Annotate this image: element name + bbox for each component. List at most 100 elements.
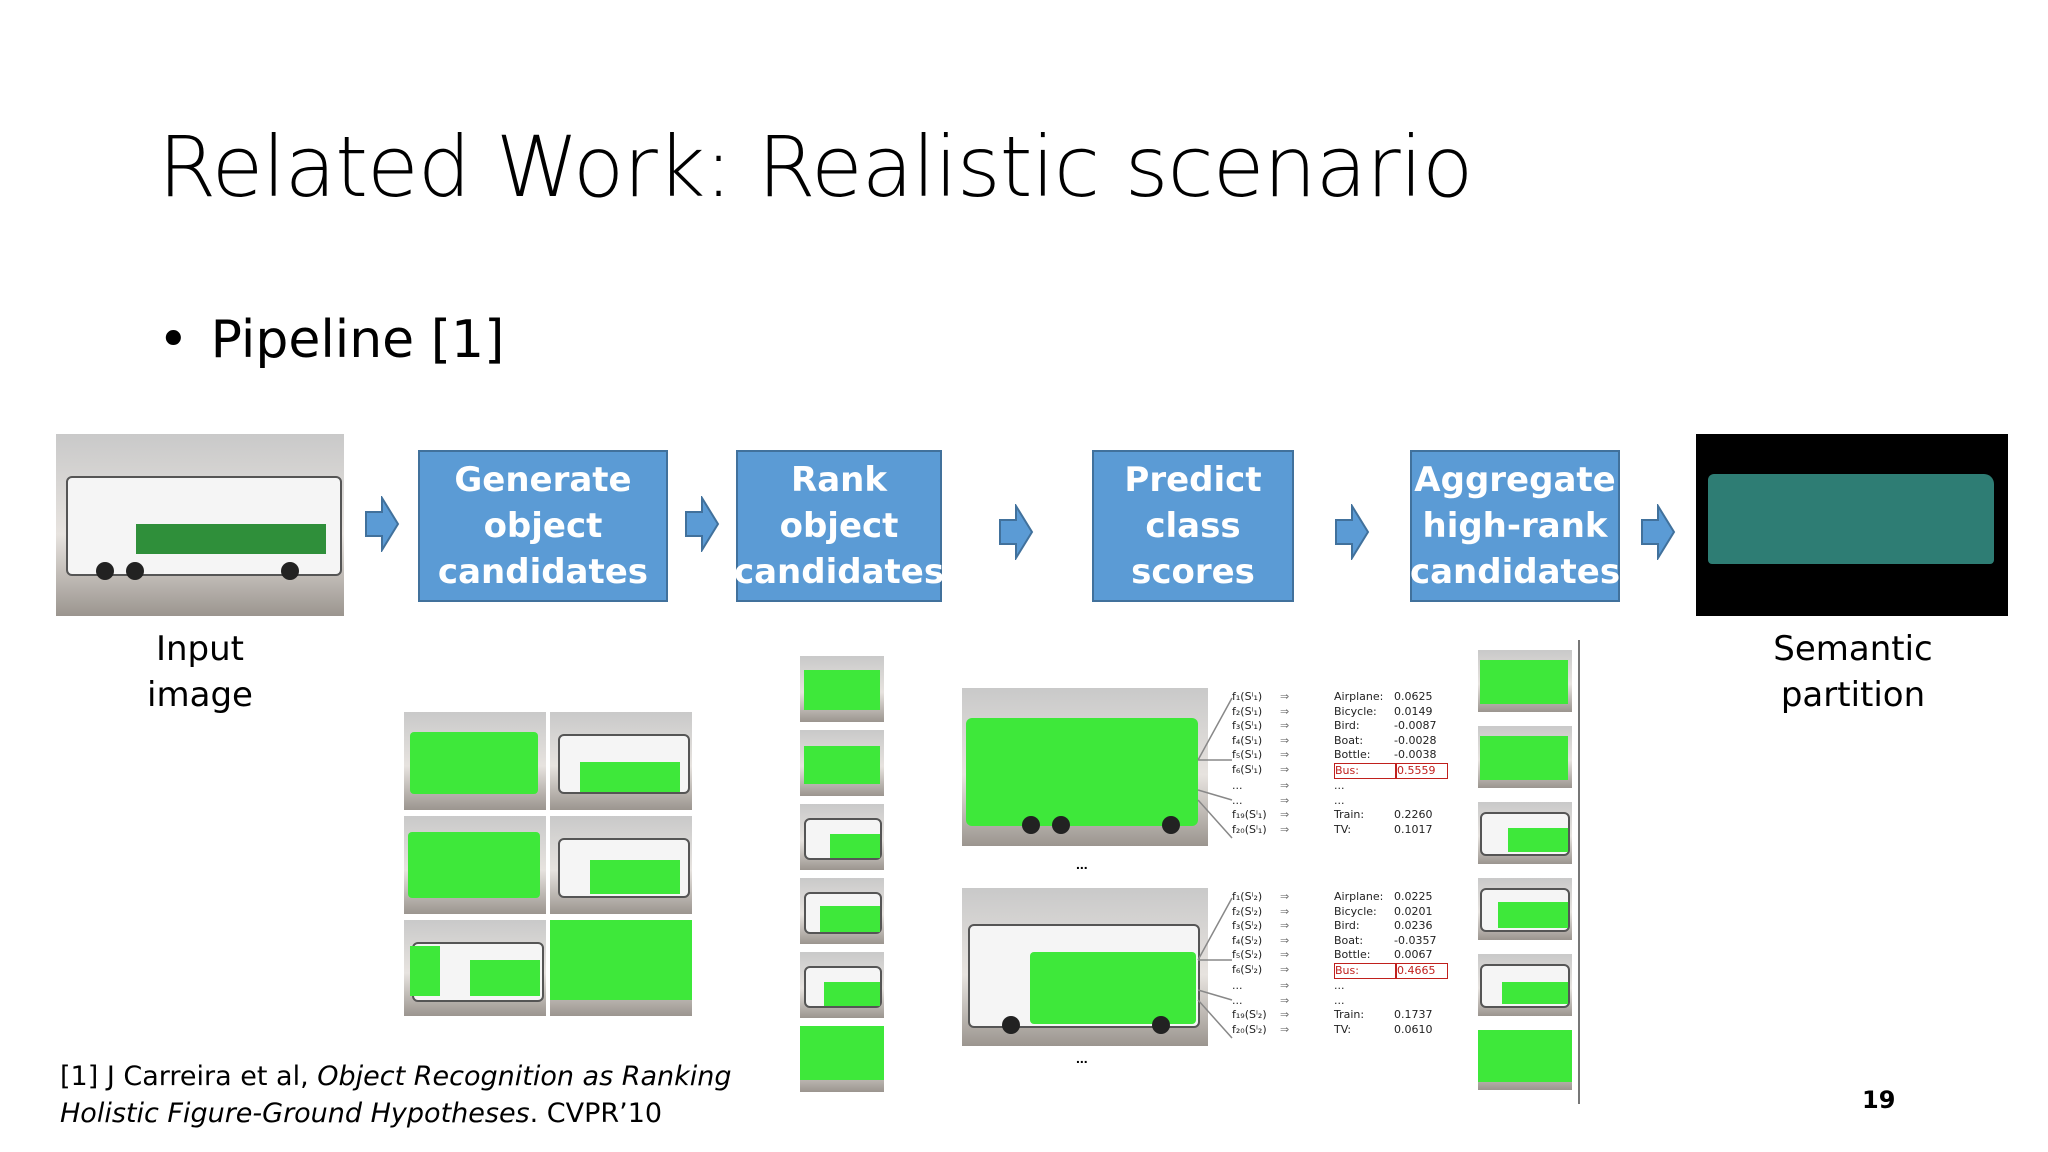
score-function: f₃(Sⁱ₂) — [1232, 919, 1263, 932]
class-label: Bus: — [1334, 762, 1396, 779]
arrow-icon: ⇒ — [1280, 993, 1290, 1007]
score-row: f₄(Sⁱ₂)⇒Boat:-0.0357 — [1232, 934, 1448, 949]
score-function: f₁(Sⁱ₁) — [1232, 690, 1263, 703]
score-row: f₂(Sⁱ₁)⇒Bicycle:0.0149 — [1232, 705, 1448, 720]
candidate-thumb — [404, 920, 546, 1016]
class-label: ... — [1334, 793, 1345, 807]
input-image — [56, 434, 344, 616]
aggregate-thumb — [1478, 650, 1572, 712]
score-connector-top — [1197, 697, 1233, 839]
class-label: ... — [1334, 979, 1345, 992]
score-connector-bottom — [1197, 897, 1233, 1039]
ranked-thumb — [800, 730, 884, 796]
bullet-text: Pipeline [1] — [210, 310, 505, 370]
step-predict-scores: Predict class scores — [1092, 450, 1294, 602]
score-value: -0.0038 — [1394, 748, 1437, 761]
class-label: Bird: — [1334, 719, 1360, 732]
ranked-thumb — [800, 878, 884, 944]
arrow-right-icon — [999, 504, 1034, 560]
arrow-icon: ⇒ — [1280, 733, 1290, 747]
score-function: f₂(Sⁱ₂) — [1232, 904, 1263, 918]
score-value — [1394, 794, 1444, 809]
score-value — [1394, 994, 1444, 1009]
score-row: ...⇒... — [1232, 794, 1448, 809]
class-label: Bird: — [1334, 919, 1360, 932]
class-label: TV: — [1334, 822, 1352, 836]
score-value: 0.0610 — [1394, 1022, 1433, 1036]
score-value: 0.0225 — [1394, 890, 1433, 903]
class-label: Train: — [1334, 808, 1365, 821]
score-row: f₁(Sⁱ₂)⇒Airplane:0.0225 — [1232, 890, 1448, 905]
arrow-icon: ⇒ — [1280, 919, 1290, 932]
score-row: f₂₀(Sⁱ₂)⇒TV:0.0610 — [1232, 1023, 1448, 1038]
aggregate-thumb — [1478, 878, 1572, 940]
score-row: f₅(Sⁱ₁)⇒Bottle:-0.0038 — [1232, 748, 1448, 763]
candidate-thumb — [550, 712, 692, 810]
class-label: Boat: — [1334, 733, 1364, 747]
score-value: 0.0067 — [1394, 948, 1433, 961]
class-label: Bicycle: — [1334, 704, 1377, 718]
score-value: 0.0625 — [1394, 690, 1433, 703]
arrow-icon: ⇒ — [1280, 822, 1290, 836]
score-value: 0.1737 — [1394, 1008, 1433, 1021]
slide-title: Related Work: Realistic scenario — [158, 118, 1473, 216]
score-row: f₁₉(Sⁱ₁)⇒Train:0.2260 — [1232, 808, 1448, 823]
aggregate-thumb — [1478, 954, 1572, 1016]
step-aggregate-candidates: Aggregate high-rank candidates — [1410, 450, 1620, 602]
ranked-thumb — [800, 656, 884, 722]
score-row: f₆(Sⁱ₁)⇒Bus:0.5559 — [1232, 762, 1448, 779]
score-value: 0.1017 — [1394, 822, 1433, 836]
class-label: ... — [1334, 779, 1345, 792]
arrow-icon: ⇒ — [1280, 979, 1290, 992]
arrow-right-icon — [1641, 504, 1676, 560]
bus-wheel — [281, 562, 299, 580]
score-row: f₁(Sⁱ₁)⇒Airplane:0.0625 — [1232, 690, 1448, 705]
candidate-grid — [404, 712, 694, 1016]
bullet-pipeline: •Pipeline [1] — [158, 310, 504, 370]
class-label: Airplane: — [1334, 690, 1384, 703]
score-value: -0.0028 — [1394, 733, 1437, 747]
score-function: f₁₉(Sⁱ₂) — [1232, 1008, 1267, 1021]
class-label: TV: — [1334, 1022, 1352, 1036]
step-generate-candidates: Generate object candidates — [418, 450, 668, 602]
score-function: ... — [1232, 779, 1243, 792]
ranked-thumb — [800, 952, 884, 1018]
candidate-thumb — [550, 816, 692, 914]
score-value: 0.0149 — [1394, 704, 1433, 718]
aggregate-thumb — [1478, 802, 1572, 864]
score-row: ...⇒... — [1232, 994, 1448, 1009]
score-function: f₂₀(Sⁱ₁) — [1232, 822, 1267, 836]
score-value: 0.4665 — [1396, 962, 1448, 979]
bus-wheel — [126, 562, 144, 580]
score-function: f₄(Sⁱ₂) — [1232, 933, 1263, 947]
score-value: 0.0236 — [1394, 919, 1433, 932]
arrow-icon: ⇒ — [1280, 748, 1290, 761]
partition-mask — [1708, 474, 1994, 564]
class-label: Bus: — [1334, 962, 1396, 979]
arrow-icon: ⇒ — [1280, 704, 1290, 718]
ellipsis-bottom: ... — [1076, 1050, 1088, 1066]
score-row: f₃(Sⁱ₂) ⇒ Bird: 0.0236 — [1232, 919, 1448, 934]
ellipsis-top: ... — [1076, 856, 1088, 872]
candidate-thumb — [550, 920, 692, 1016]
bus-stripe — [136, 524, 326, 554]
page-number: 19 — [1862, 1086, 1896, 1114]
ranked-thumb — [800, 804, 884, 870]
score-value — [1394, 979, 1444, 994]
score-row: f₁₉(Sⁱ₂)⇒Train:0.1737 — [1232, 1008, 1448, 1023]
arrow-right-icon — [685, 496, 720, 552]
score-function: f₁(Sⁱ₂) — [1232, 890, 1263, 903]
score-row: ...⇒... — [1232, 779, 1448, 794]
score-function: ... — [1232, 793, 1243, 807]
arrow-icon: ⇒ — [1280, 762, 1290, 776]
score-function: f₄(Sⁱ₁) — [1232, 733, 1263, 747]
arrow-icon: ⇒ — [1280, 719, 1290, 732]
ranked-thumb — [800, 1026, 884, 1092]
aggregate-candidates-column — [1478, 650, 1572, 1090]
arrow-icon: ⇒ — [1280, 1022, 1290, 1036]
arrow-right-icon — [365, 496, 400, 552]
score-row: ...⇒... — [1232, 979, 1448, 994]
score-value: -0.0087 — [1394, 719, 1437, 732]
score-function: ... — [1232, 993, 1243, 1007]
